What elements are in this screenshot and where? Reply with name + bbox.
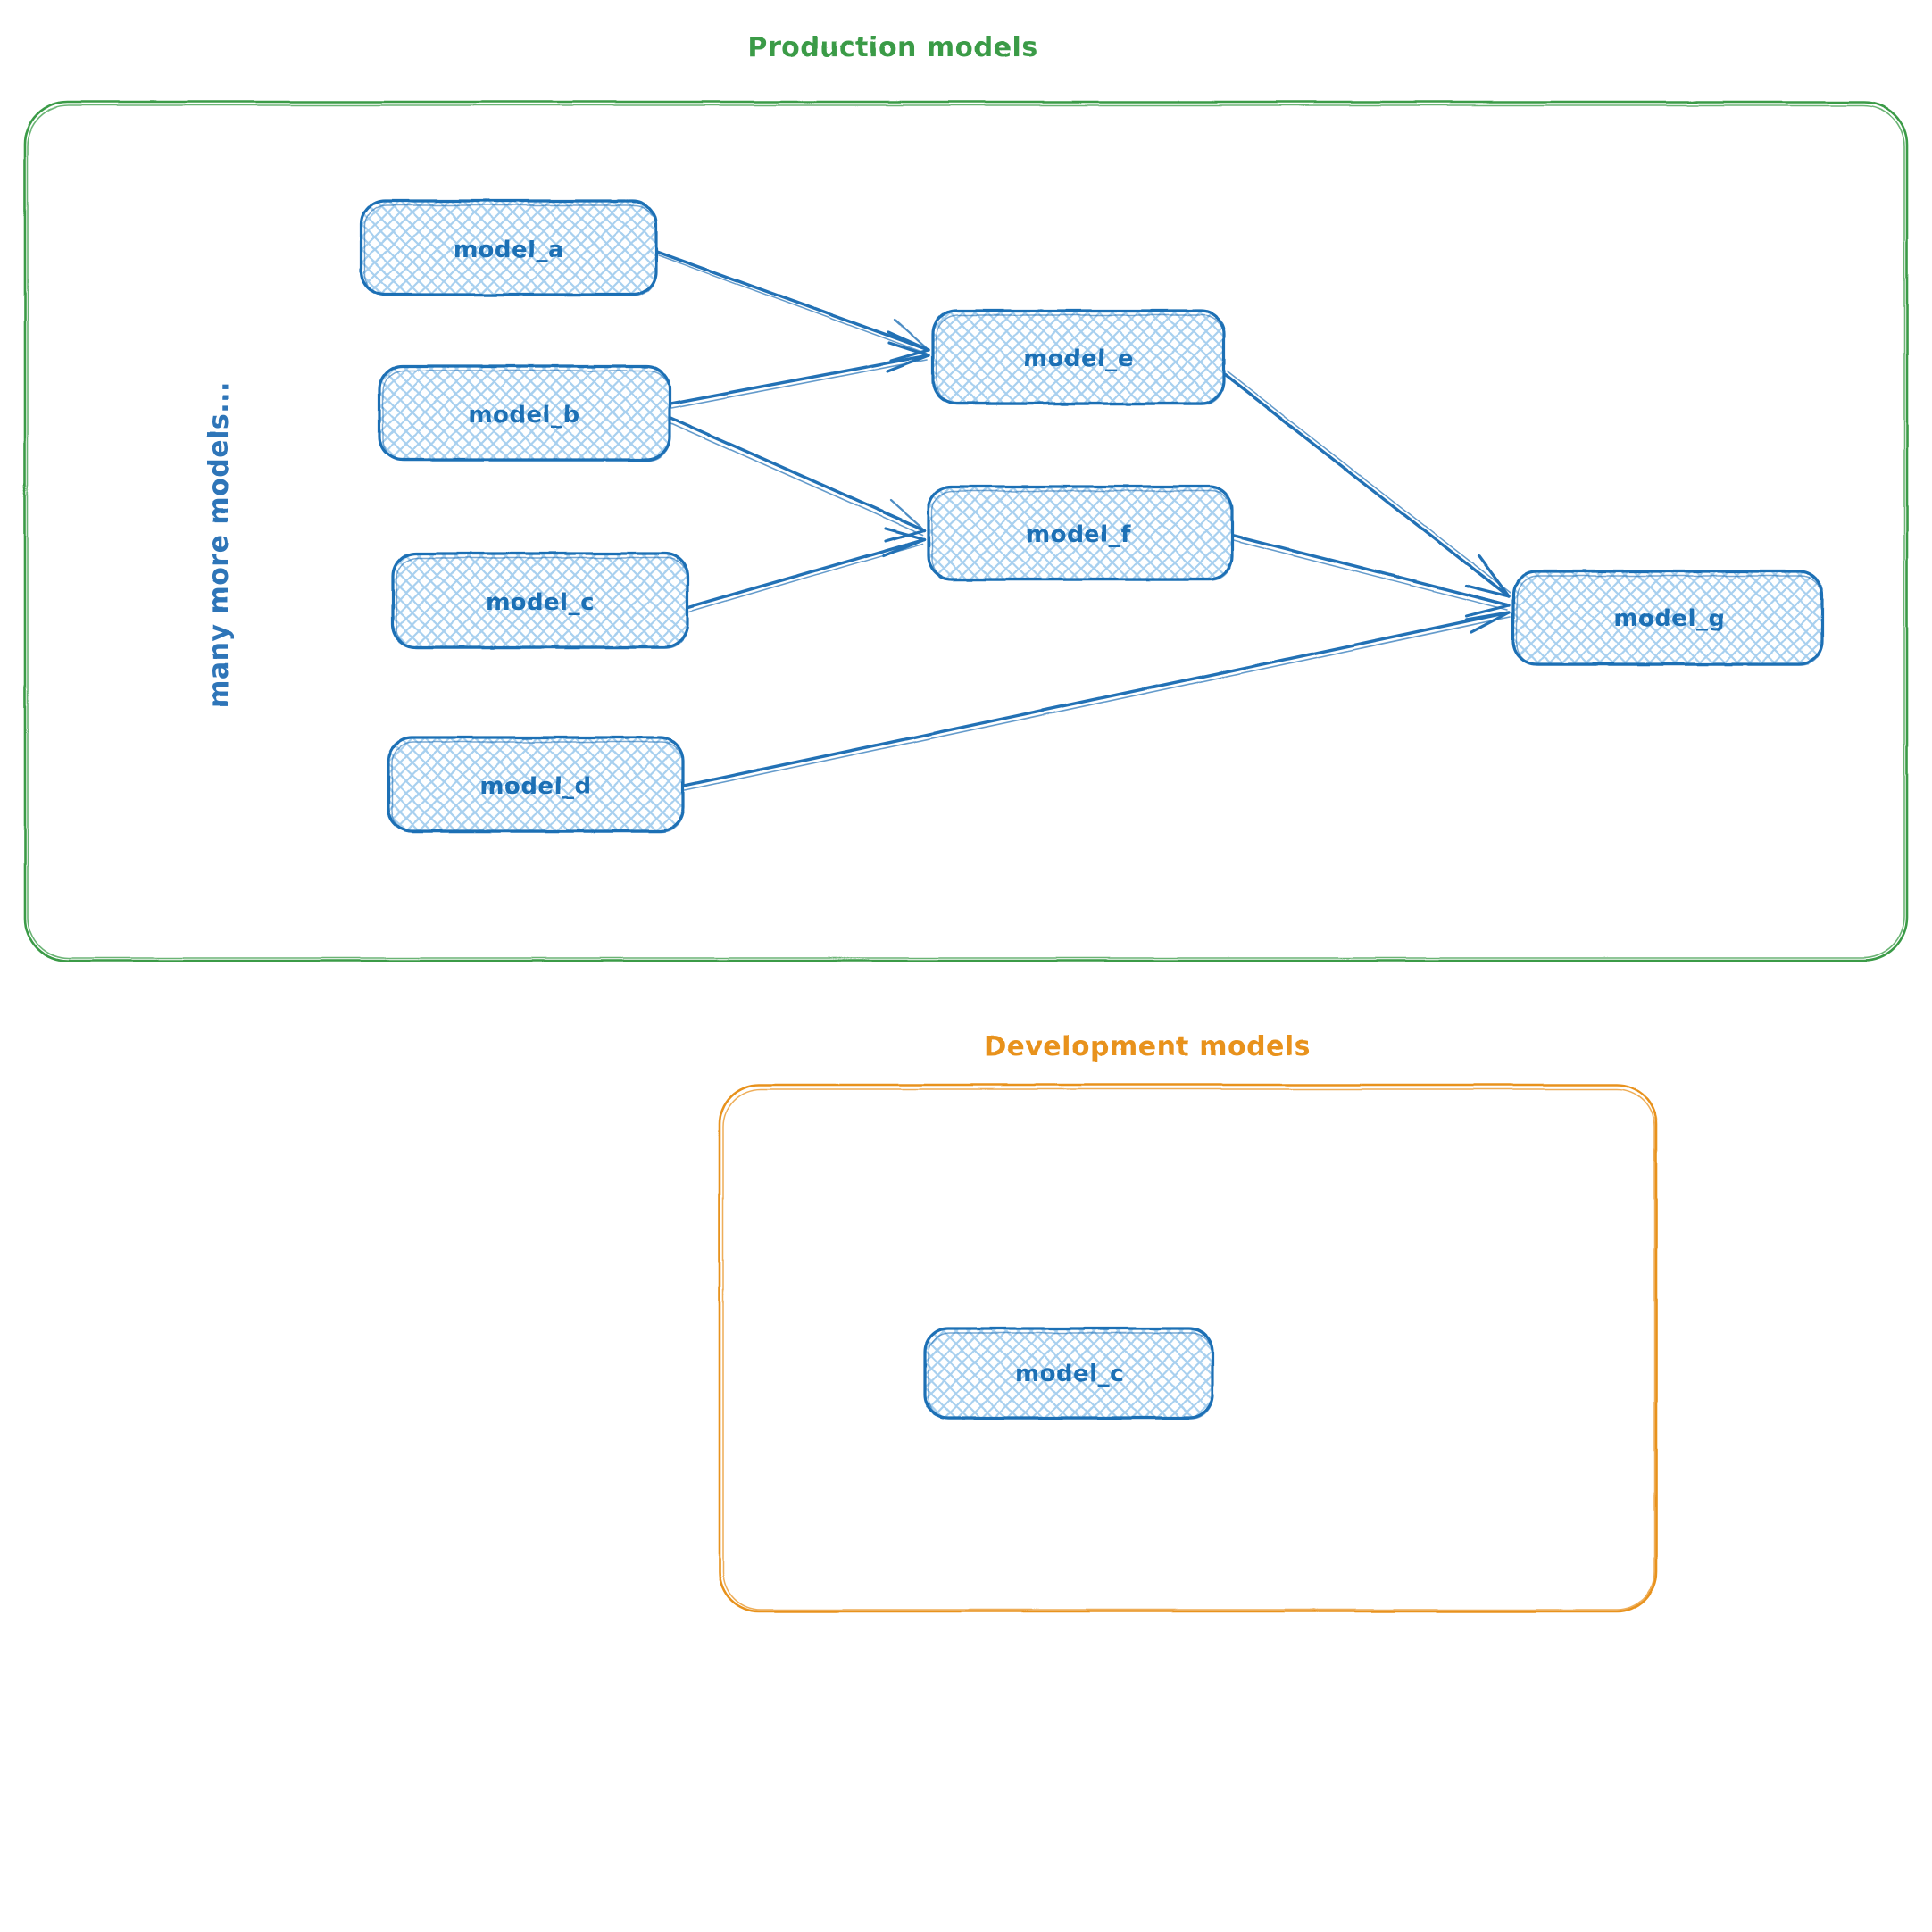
edge-model_b-model_e	[669, 341, 930, 409]
production-border	[23, 100, 1909, 962]
node-label-model_b: model_b	[468, 402, 579, 429]
production-title: Production models	[747, 32, 1037, 63]
development-border	[718, 1083, 1658, 1613]
node-label-model_e: model_e	[1023, 346, 1134, 372]
production-group	[23, 100, 1909, 962]
node-label-model_d: model_d	[479, 773, 591, 800]
development-title: Development models	[984, 1031, 1311, 1062]
node-model_b[interactable]: model_b	[378, 364, 671, 462]
diagram-svg: Production models many more models...	[23, 32, 1909, 1613]
node-model_e[interactable]: model_e	[931, 309, 1226, 405]
edge-model_b-model_f	[668, 416, 927, 543]
node-label-model_g: model_g	[1613, 605, 1725, 632]
node-label-model_c-production: model_c	[486, 589, 595, 616]
edge-model_f-model_g	[1231, 534, 1511, 618]
development-group	[718, 1083, 1658, 1613]
node-label-model_f: model_f	[1026, 521, 1131, 548]
node-model_a[interactable]: model_a	[360, 199, 658, 296]
edge-model_e-model_g	[1223, 371, 1511, 598]
node-model_f[interactable]: model_f	[927, 485, 1234, 581]
edge-model_d-model_g	[682, 611, 1511, 791]
node-model_c-production[interactable]: model_c	[391, 552, 689, 649]
node-label-model_a: model_a	[454, 237, 564, 263]
edge-layer	[655, 250, 1511, 791]
node-label-model_c-development: model_c	[1015, 1361, 1124, 1387]
edge-model_c-model_f	[687, 527, 927, 612]
node-model_g[interactable]: model_g	[1511, 570, 1824, 666]
many-more-models-note: many more models...	[204, 381, 235, 708]
node-model_d[interactable]: model_d	[387, 736, 685, 833]
edge-model_a-model_e	[655, 250, 930, 362]
node-model_c-development[interactable]: model_c	[923, 1327, 1214, 1420]
